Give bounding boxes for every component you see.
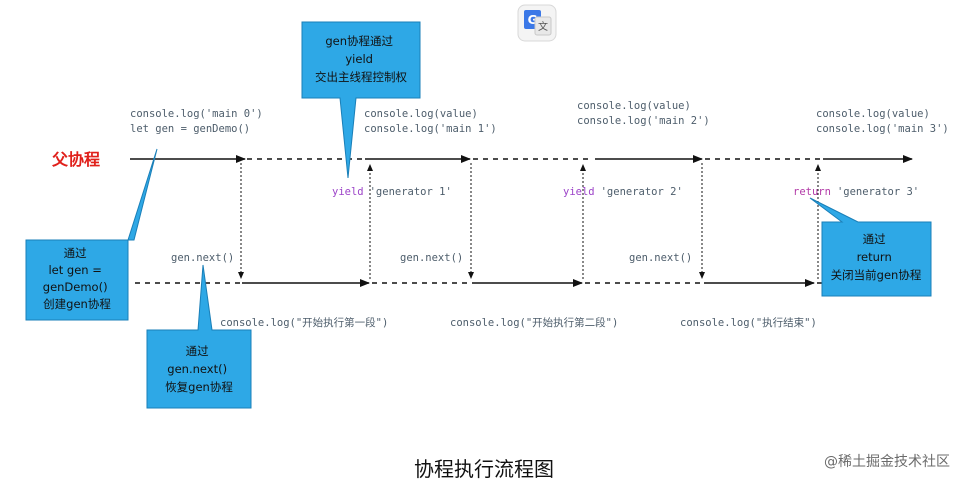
svg-text:G: G — [528, 13, 538, 27]
svg-text:通过 gen.next() 恢复ge: 通过 gen.next() 恢复gen协程 — [165, 344, 233, 394]
return-line: return'generator 3' — [793, 186, 919, 198]
diagram-title: 协程执行流程图 — [414, 457, 554, 481]
svg-text:console.log('main 1'): console.log('main 1') — [364, 123, 497, 135]
callout-return: 通过 return 关闭当前gen协程 — [809, 197, 932, 297]
svg-text:文: 文 — [538, 20, 548, 33]
svg-text:console.log('main 3'): console.log('main 3') — [816, 123, 949, 135]
transfer-arrows — [238, 163, 821, 279]
next-3: gen.next() — [629, 252, 692, 264]
svg-text:console.log('main 2'): console.log('main 2') — [577, 115, 710, 127]
svg-text:console.log(value): console.log(value) — [577, 100, 691, 112]
yield-1: yield'generator 1' — [332, 186, 452, 198]
main3-code: console.log(value) console.log('main 3') — [816, 108, 949, 135]
svg-text:通过 return 关闭当前gen协: 通过 return 关闭当前gen协程 — [831, 232, 922, 282]
brand-watermark: @稀土掘金技术社区 — [824, 454, 950, 470]
yield-2: yield'generator 2' — [563, 186, 683, 198]
main0-code: console.log('main 0') let gen = genDemo(… — [130, 108, 263, 135]
callout-yield: gen协程通过 yield 交出主线程控制权 — [301, 21, 421, 179]
svg-text:通过 let gen = genDe: 通过 let gen = genDemo() 创建gen协程 — [43, 246, 112, 311]
svg-text:console.log(value): console.log(value) — [364, 108, 478, 120]
main1-code: console.log(value) console.log('main 1') — [364, 108, 497, 135]
svg-text:let gen = genDemo(): let gen = genDemo() — [130, 123, 250, 135]
svg-text:console.log(value): console.log(value) — [816, 108, 930, 120]
parent-coroutine-label: 父协程 — [51, 150, 100, 169]
callout-create-gen: 通过 let gen = genDemo() 创建gen协程 — [25, 148, 158, 321]
gen-log-2: console.log("开始执行第二段") — [450, 316, 618, 329]
next-2: gen.next() — [400, 252, 463, 264]
svg-text:gen协程通过 yield 交出主线: gen协程通过 yield 交出主线程控制权 — [315, 34, 407, 84]
gen-log-3: console.log("执行结束") — [680, 316, 817, 329]
gen-log-1: console.log("开始执行第一段") — [220, 316, 388, 329]
main2-code: console.log(value) console.log('main 2') — [577, 100, 710, 127]
callout-resume-gen: 通过 gen.next() 恢复gen协程 — [146, 264, 252, 409]
translate-icon[interactable]: G 文 — [517, 4, 557, 42]
svg-text:console.log('main 0'): console.log('main 0') — [130, 108, 263, 120]
next-1: gen.next() — [171, 252, 234, 264]
